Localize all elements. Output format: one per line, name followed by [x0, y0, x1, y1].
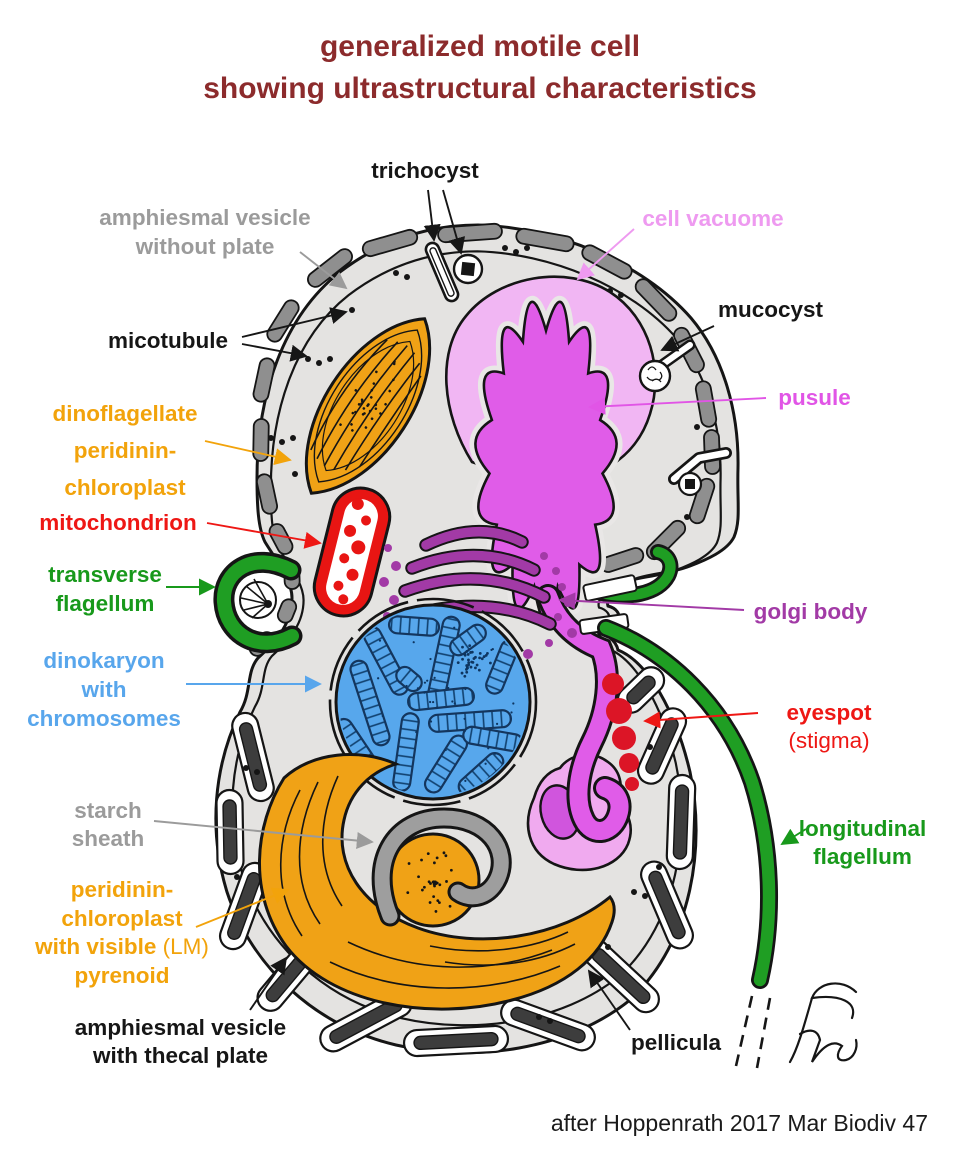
- artist-signature: [788, 982, 858, 1064]
- pusule-canal: [536, 584, 632, 843]
- label-eyespot: eyespot (stigma): [748, 699, 910, 755]
- leader-pusule: [588, 397, 767, 415]
- leader-trichocyst-1: [423, 189, 441, 242]
- eyespot-shape: [602, 673, 639, 791]
- upper-peridinin-chloroplast: [305, 317, 431, 495]
- dinokaryon-shape: [328, 597, 538, 807]
- label-lm-note: (LM): [162, 934, 209, 959]
- title-line2: showing ultrastructural characteristics: [203, 72, 757, 105]
- label-eyespot-sub: (stigma): [788, 728, 870, 753]
- leader-amphiesmal-thecal: [249, 956, 288, 1011]
- chromosome: [395, 665, 423, 693]
- trichocyst-docked: [452, 253, 484, 285]
- leader-trichocyst-2: [442, 189, 466, 255]
- trichocyst-rod: [424, 241, 460, 303]
- leader-mucocyst: [660, 325, 715, 352]
- label-pellicula: pellicula: [630, 1030, 722, 1055]
- leader-longitudinal-flagellum: [780, 828, 807, 846]
- page-title: generalized motile cell showing ultrastru…: [0, 26, 960, 110]
- transverse-flagellum-canal: [590, 544, 679, 604]
- label-amphiesmal-thecal: amphiesmal vesicle with thecal plate: [74, 1015, 287, 1068]
- label-golgi-body: golgi body: [753, 599, 868, 624]
- leader-lines: [153, 189, 807, 1031]
- trichocyst-docked-right: [677, 471, 703, 497]
- microtubule-dots: [234, 245, 700, 1024]
- leader-micotubule-1: [241, 307, 348, 338]
- leader-amphiesmal-without: [299, 251, 348, 290]
- label-trichocyst: trichocyst: [371, 158, 479, 183]
- mitochondrion-shape: [312, 486, 392, 618]
- label-eyespot-main: eyespot: [786, 700, 872, 725]
- label-mitochondrion: mitochondrion: [39, 510, 197, 535]
- label-micotubule: micotubule: [107, 328, 228, 353]
- attribution-text: after Hoppenrath 2017 Mar Biodiv 47: [550, 1110, 928, 1136]
- label-transverse-flagellum: transverse flagellum: [48, 562, 162, 616]
- amphiesmal-vesicles-without-plate: [248, 222, 721, 657]
- chromosome: [449, 623, 487, 657]
- leader-pellicula: [587, 969, 631, 1031]
- golgi-vesicle-dots: [379, 544, 577, 659]
- label-cell-vacuome: cell vacuome: [642, 206, 784, 231]
- lower-peridinin-chloroplast: [258, 753, 616, 1011]
- longitudinal-flagellum-shape: [597, 619, 778, 1069]
- leader-eyespot: [643, 711, 759, 729]
- label-mucocyst: mucocyst: [717, 297, 824, 322]
- chromosome: [349, 659, 391, 747]
- label-starch-sheath: starch sheath: [71, 798, 145, 851]
- leader-dino-chloroplast: [204, 440, 292, 466]
- label-amphiesmal-without-plate: amphiesmal vesicle without plate: [99, 205, 311, 259]
- label-dinokaryon: dinokaryon with chromosomes: [27, 648, 181, 731]
- chromosome: [387, 615, 441, 637]
- leader-pyrenoid-chloroplast: [195, 887, 290, 928]
- label-dinoflagellate-chloroplast: dinoflagellate peridinin- chloroplast: [52, 401, 198, 500]
- label-pusule: pusule: [778, 385, 851, 410]
- title-line1: generalized motile cell: [319, 30, 641, 63]
- leader-starch-sheath: [153, 820, 374, 850]
- trichocyst-rod-right: [668, 447, 732, 485]
- leader-mitochondrion: [206, 522, 322, 549]
- leader-golgi: [558, 592, 745, 611]
- mucocyst-shape: [638, 339, 696, 393]
- leader-micotubule-2: [241, 343, 308, 362]
- starch-sheath-shape: [371, 807, 512, 927]
- label-longitudinal-flagellum: longitudinal flagellum: [798, 816, 927, 869]
- transverse-flagellum-shape: [213, 551, 303, 654]
- flagellum-dashed-continuation: [734, 995, 772, 1069]
- leader-cell-vacuome: [576, 228, 635, 281]
